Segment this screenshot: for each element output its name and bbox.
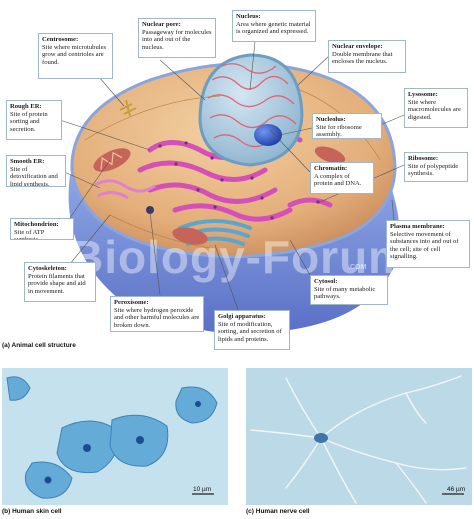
label-centrosome-text: Site where microtubules grow and centrio…	[42, 43, 107, 66]
label-peroxisome-text: Site where hydrogen peroxide and other h…	[114, 306, 200, 329]
label-cytoskeleton-text: Protein filaments that provide shape and…	[28, 272, 86, 295]
label-smooth-er-text: Site of detoxification and lipid synthes…	[10, 165, 58, 187]
label-lysosome-text: Site where macromolecules are digested.	[408, 98, 461, 121]
label-smooth-er: Smooth ER: Site of detoxification and li…	[6, 155, 66, 187]
caption-skin-cell: (b) Human skin cell	[2, 508, 62, 515]
label-nucleolus-text: Site for ribosome assembly.	[316, 123, 362, 139]
label-plasma-membrane-title: Plasma membrane:	[390, 223, 445, 230]
label-nuclear-envelope: Nuclear envelope: Double membrane that e…	[328, 40, 406, 73]
nucleolus	[254, 124, 282, 146]
label-peroxisome: Peroxisome: Site where hydrogen peroxide…	[110, 296, 204, 332]
watermark-suffix: .COM	[348, 264, 367, 271]
label-cytosol: Cytosol: Site of many metabolic pathways…	[310, 275, 388, 305]
label-cytosol-title: Cytosol:	[314, 278, 338, 285]
smooth-er	[94, 179, 156, 200]
label-mitochondrion-text: Site of ATP synthesis.	[14, 228, 45, 240]
label-nuclear-pore-title: Nuclear pore:	[142, 21, 181, 28]
label-golgi-apparatus: Golgi apparatus: Site of modification, s…	[214, 310, 290, 350]
nerve-cell-micrograph	[246, 368, 472, 505]
label-plasma-membrane: Plasma membrane: Selective movement of s…	[386, 220, 470, 268]
label-ribosome: Ribosome: Site of polypeptide synthesis.	[404, 152, 468, 182]
label-lysosome: Lysosome: Site where macromolecules are …	[404, 88, 468, 128]
label-centrosome-title: Centrosome:	[42, 36, 79, 43]
caption-animal-cell: (a) Animal cell structure	[2, 342, 76, 349]
label-ribosome-text: Site of polypeptide synthesis.	[408, 162, 459, 178]
scale-bar-skin: 10 µm	[193, 486, 212, 493]
label-nucleus-text: Area where genetic material is organized…	[236, 20, 311, 36]
label-centrosome: Centrosome: Site where microtubules grow…	[38, 33, 113, 79]
label-chromatin: Chromatin: A complex of protein and DNA.	[310, 162, 374, 194]
label-nuclear-pore: Nuclear pore: Passageway for molecules i…	[138, 18, 216, 58]
label-nucleus-title: Nucleus:	[236, 13, 261, 20]
label-mitochondrion-title: Mitochondrion:	[14, 221, 59, 228]
label-cytoskeleton-title: Cytoskeleton:	[28, 265, 67, 272]
label-peroxisome-title: Peroxisome:	[114, 299, 149, 306]
label-rough-er-title: Rough ER:	[10, 103, 42, 110]
label-ribosome-title: Ribosome:	[408, 155, 439, 162]
label-chromatin-text: A complex of protein and DNA.	[314, 172, 362, 188]
label-smooth-er-title: Smooth ER:	[10, 158, 45, 165]
scale-bar-nerve: 46 µm	[447, 486, 466, 493]
label-mitochondrion: Mitochondrion: Site of ATP synthesis.	[10, 218, 74, 240]
label-nucleolus-title: Nucleolus:	[316, 116, 346, 123]
label-nuclear-pore-text: Passageway for molecules into and out of…	[142, 28, 212, 51]
label-golgi-apparatus-title: Golgi apparatus:	[218, 313, 266, 320]
label-plasma-membrane-text: Selective movement of substances into an…	[390, 230, 459, 261]
label-nuclear-envelope-title: Nuclear envelope:	[332, 43, 383, 50]
label-nucleus: Nucleus: Area where genetic material is …	[232, 10, 316, 42]
ribosome-dots	[158, 141, 320, 220]
label-cytoskeleton: Cytoskeleton: Protein filaments that pro…	[24, 262, 96, 302]
mitochondria	[93, 146, 346, 245]
label-lysosome-title: Lysosome:	[408, 91, 438, 98]
watermark: Biology-Forums	[70, 231, 437, 283]
nucleus	[198, 53, 304, 167]
skin-cell-micrograph	[2, 368, 228, 505]
centrosome	[119, 99, 137, 117]
label-nucleolus: Nucleolus: Site for ribosome assembly.	[312, 113, 382, 139]
label-rough-er-text: Site of protein sorting and secretion.	[10, 110, 48, 133]
peroxisome	[146, 206, 154, 214]
label-cytosol-text: Site of many metabolic pathways.	[314, 285, 376, 301]
caption-nerve-cell: (c) Human nerve cell	[246, 508, 310, 515]
label-chromatin-title: Chromatin:	[314, 165, 348, 172]
label-golgi-apparatus-text: Site of modification, sorting, and secre…	[218, 320, 282, 343]
label-rough-er: Rough ER: Site of protein sorting and se…	[6, 100, 62, 140]
label-nuclear-envelope-text: Double membrane that encloses the nucleu…	[332, 50, 393, 66]
